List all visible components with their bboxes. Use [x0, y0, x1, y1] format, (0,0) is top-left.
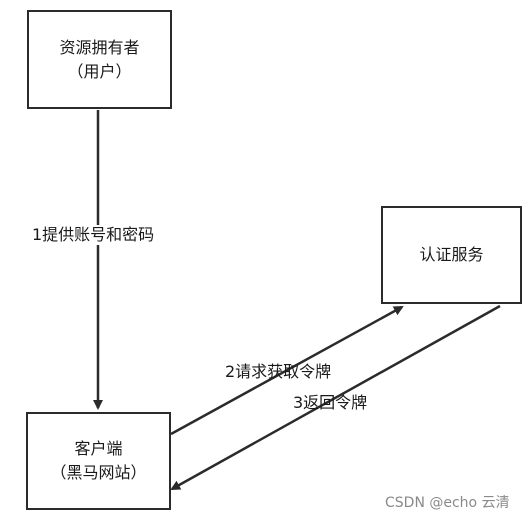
- resource-owner-box: 资源拥有者 （用户）: [27, 10, 172, 109]
- resource-owner-title: 资源拥有者: [59, 37, 140, 57]
- step1-label: 1提供账号和密码: [31, 225, 156, 245]
- resource-owner-subtitle: （用户）: [67, 61, 132, 81]
- step3-label: 3返回令牌: [293, 393, 368, 412]
- client-box: 客户端 （黑马网站）: [26, 412, 171, 510]
- arrow-client-to-auth: [170, 305, 404, 436]
- auth-service-title: 认证服务: [419, 245, 484, 264]
- auth-service-box: 认证服务: [381, 206, 522, 304]
- step2-label: 2请求获取令牌: [225, 362, 332, 381]
- watermark: CSDN @echo 云清: [385, 495, 510, 511]
- client-title: 客户端: [74, 439, 123, 458]
- client-subtitle: （黑马网站）: [50, 463, 147, 482]
- arrow-auth-to-client: [170, 304, 501, 491]
